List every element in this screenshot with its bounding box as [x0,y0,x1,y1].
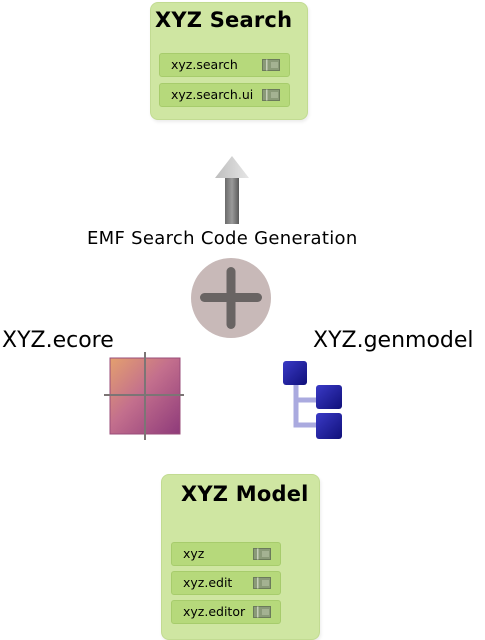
ecore-label: XYZ.ecore [2,328,114,353]
search-group-title: XYZ Search [155,8,293,32]
plugin-icon [262,59,280,71]
plugin-label: xyz.editor [183,604,246,619]
plugin-icon [253,577,271,589]
model-group-title: XYZ Model [181,482,309,506]
plus-circle-icon [191,258,271,338]
plugin-xyz[interactable]: xyz [171,542,281,566]
arrow-up-icon [215,156,249,224]
generation-caption: EMF Search Code Generation [87,228,358,249]
plugin-label: xyz.search.ui [171,87,254,102]
plugin-xyz-editor[interactable]: xyz.editor [171,600,281,624]
model-plugin-group: XYZ Model xyz xyz.edit xyz.editor [161,474,320,640]
genmodel-tree-icon[interactable] [280,358,348,444]
ecore-grid-icon[interactable] [104,352,186,442]
search-plugin-group: XYZ Search xyz.search xyz.search.ui [150,2,308,120]
plugin-icon [253,548,271,560]
plugin-xyz-search[interactable]: xyz.search [159,53,290,77]
plugin-icon [262,89,280,101]
genmodel-label: XYZ.genmodel [313,328,474,353]
plugin-label: xyz.edit [183,575,233,590]
plugin-label: xyz [183,546,205,561]
plugin-xyz-edit[interactable]: xyz.edit [171,571,281,595]
plugin-xyz-search-ui[interactable]: xyz.search.ui [159,83,290,107]
plugin-label: xyz.search [171,57,238,72]
plugin-icon [253,606,271,618]
